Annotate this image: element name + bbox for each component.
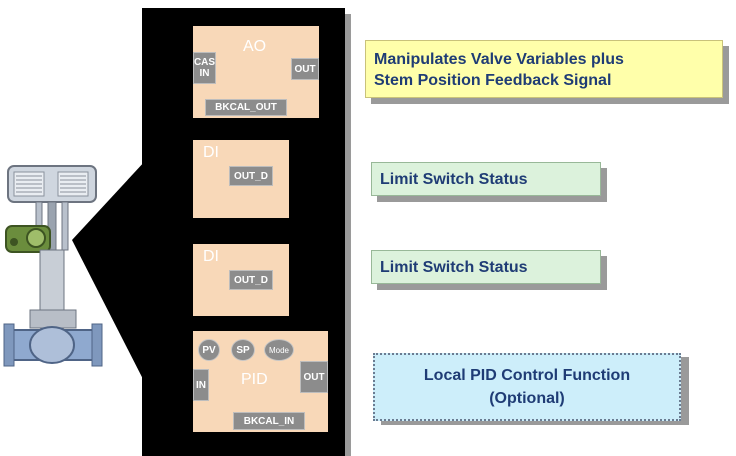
panel-shadow [345, 14, 351, 456]
di-block-2: DI OUT_D [193, 244, 289, 316]
di-2-out-d-port: OUT_D [229, 270, 273, 290]
ao-block: AO CAS IN OUT BKCAL_OUT [193, 26, 319, 118]
ao-cas-in-port: CAS IN [193, 52, 216, 84]
di-1-out-d-port: OUT_D [229, 166, 273, 186]
di-1-callout: Limit Switch Status [371, 162, 601, 196]
mode-circle: Mode [264, 339, 294, 361]
pid-bkcal-in-port: BKCAL_IN [233, 412, 305, 430]
pid-in-port: IN [193, 369, 209, 401]
di-block-1: DI OUT_D [193, 140, 289, 218]
ao-block-title: AO [243, 38, 267, 55]
control-valve-icon [3, 160, 146, 385]
pid-block: PV SP Mode PID IN OUT BKCAL_IN [193, 331, 328, 432]
ao-out-port: OUT [291, 58, 319, 80]
pid-block-title: PID [241, 371, 268, 388]
sp-circle: SP [231, 339, 255, 361]
pid-out-port: OUT [300, 361, 328, 393]
di-block-2-title: DI [203, 248, 219, 265]
di-2-callout: Limit Switch Status [371, 250, 601, 284]
pid-callout: Local PID Control Function (Optional) [373, 353, 681, 421]
ao-callout: Manipulates Valve Variables plus Stem Po… [365, 40, 723, 98]
pv-circle: PV [198, 339, 220, 361]
di-block-1-title: DI [203, 144, 219, 161]
ao-bkcal-out-port: BKCAL_OUT [205, 99, 287, 116]
